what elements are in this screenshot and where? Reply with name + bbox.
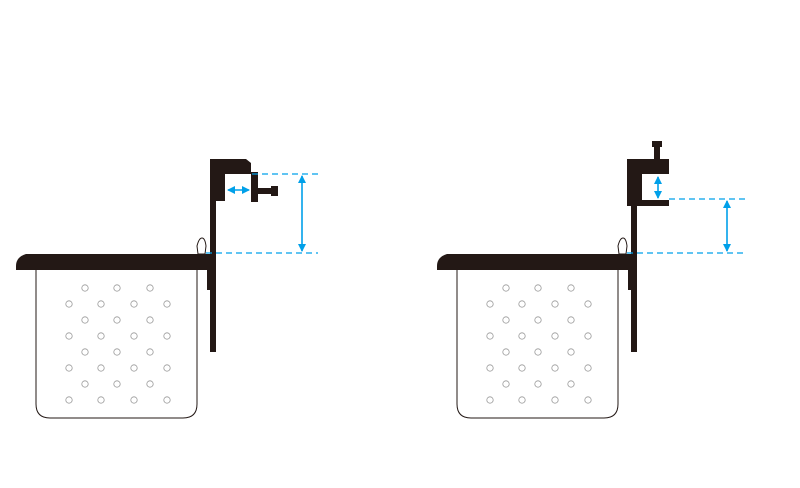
drain-hole [163, 364, 171, 372]
drain-holes [65, 284, 171, 404]
drain-hole [81, 380, 89, 388]
drain-hole [486, 364, 494, 372]
drain-hole [502, 284, 510, 292]
drain-hole [518, 332, 526, 340]
drain-hole [502, 348, 510, 356]
drain-hole [502, 316, 510, 324]
drain-hole [551, 332, 559, 340]
screw [258, 188, 272, 194]
drain-hole [65, 364, 73, 372]
drain-hole [534, 348, 542, 356]
drain-hole [81, 284, 89, 292]
drain-hole [130, 364, 138, 372]
drain-hole [146, 284, 154, 292]
basin [456, 270, 619, 419]
drain-hole [584, 396, 592, 404]
drain-hole [486, 332, 494, 340]
knob-icon [196, 237, 207, 255]
drain-hole [130, 300, 138, 308]
drain-hole [518, 364, 526, 372]
drain-hole [163, 300, 171, 308]
drain-hole [518, 396, 526, 404]
drain-hole [130, 332, 138, 340]
drain-hole [551, 396, 559, 404]
drain-hole [534, 380, 542, 388]
figure-top-clamp [437, 141, 745, 419]
drain-hole [584, 364, 592, 372]
countertop [16, 254, 216, 270]
figure-side-clamp [16, 159, 318, 419]
drain-hole [163, 396, 171, 404]
drain-hole [113, 348, 121, 356]
drain-hole [146, 316, 154, 324]
post [631, 198, 637, 352]
drain-hole [518, 300, 526, 308]
drain-hole [146, 348, 154, 356]
drain-hole [567, 284, 575, 292]
drain-hole [551, 300, 559, 308]
drain-hole [81, 316, 89, 324]
drain-hole [486, 396, 494, 404]
drain-hole [65, 332, 73, 340]
drain-hole [534, 284, 542, 292]
drain-hole [97, 396, 105, 404]
clamp-body [627, 159, 669, 206]
drain-hole [65, 396, 73, 404]
drain-hole [113, 284, 121, 292]
drain-holes [486, 284, 592, 404]
knob-icon [617, 237, 628, 255]
drain-hole [584, 300, 592, 308]
drain-hole [567, 316, 575, 324]
countertop [437, 254, 637, 270]
drain-hole [113, 380, 121, 388]
drain-hole [97, 300, 105, 308]
post [210, 195, 216, 352]
drain-hole [567, 348, 575, 356]
drain-hole [502, 380, 510, 388]
screw-head [652, 141, 662, 147]
drain-hole [567, 380, 575, 388]
drain-hole [534, 316, 542, 324]
screw [654, 146, 660, 159]
drain-hole [584, 332, 592, 340]
drain-hole [146, 380, 154, 388]
screw-head [271, 186, 278, 196]
drain-hole [113, 316, 121, 324]
drain-hole [97, 332, 105, 340]
drain-hole [81, 348, 89, 356]
drain-hole [163, 332, 171, 340]
clamp-body [210, 159, 258, 202]
drain-hole [551, 364, 559, 372]
drain-hole [486, 300, 494, 308]
drain-hole [65, 300, 73, 308]
basin [35, 270, 198, 419]
drain-hole [97, 364, 105, 372]
drain-hole [130, 396, 138, 404]
